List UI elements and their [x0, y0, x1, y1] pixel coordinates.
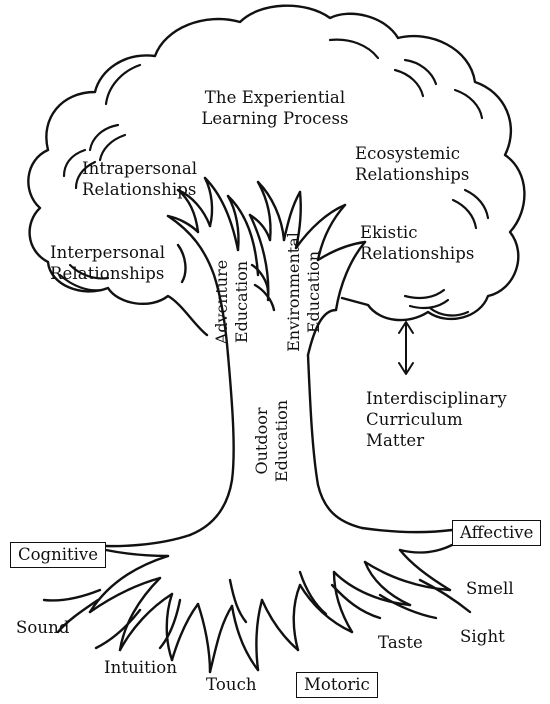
interdisciplinary-line-2: Curriculum: [366, 410, 463, 429]
cognitive-box: Cognitive: [10, 542, 107, 568]
trunk-outline: [166, 176, 367, 537]
ekistic-label: Ekistic Relationships: [360, 222, 474, 264]
taste-label: Taste: [378, 633, 423, 652]
affective-box: Affective: [452, 520, 542, 546]
adventure-education-label: Adventure Education: [212, 260, 252, 344]
outdoor-line-2: Education: [272, 399, 291, 483]
interpersonal-line-2: Relationships: [50, 264, 165, 283]
outdoor-education-label: Outdoor Education: [252, 400, 292, 482]
environmental-line-2: Education: [304, 250, 323, 334]
double-arrow-icon: [398, 321, 414, 375]
title-line-2: Learning Process: [201, 109, 349, 128]
title-label: The Experiential Learning Process: [196, 87, 354, 129]
ekistic-line-2: Relationships: [360, 244, 475, 263]
intrapersonal-line-1: Intrapersonal: [82, 159, 198, 178]
intuition-label: Intuition: [104, 658, 178, 677]
environmental-line-1: Environmental: [284, 232, 303, 352]
adventure-line-2: Education: [232, 260, 251, 344]
cognitive-label: Cognitive: [18, 545, 99, 564]
intrapersonal-label: Intrapersonal Relationships: [82, 158, 197, 200]
adventure-line-1: Adventure: [212, 259, 231, 345]
interdisciplinary-line-3: Matter: [366, 431, 425, 450]
touch-label: Touch: [206, 675, 257, 694]
smell-label: Smell: [466, 579, 514, 598]
ekistic-line-1: Ekistic: [360, 223, 418, 242]
motoric-box: Motoric: [296, 672, 378, 698]
outdoor-line-1: Outdoor: [252, 407, 271, 475]
ecosystemic-line-1: Ecosystemic: [355, 144, 461, 163]
canopy-texture: [58, 38, 490, 317]
interdisciplinary-line-1: Interdisciplinary: [366, 389, 507, 408]
intrapersonal-line-2: Relationships: [82, 180, 197, 199]
motoric-label: Motoric: [304, 675, 370, 694]
ecosystemic-label: Ecosystemic Relationships: [355, 143, 469, 185]
interpersonal-line-1: Interpersonal: [50, 243, 166, 262]
title-line-1: The Experiential: [204, 88, 346, 107]
ecosystemic-line-2: Relationships: [355, 165, 470, 184]
interdisciplinary-label: Interdisciplinary Curriculum Matter: [366, 388, 507, 451]
canopy-outline: [27, 4, 526, 337]
affective-label: Affective: [460, 523, 534, 542]
sound-label: Sound: [16, 618, 70, 637]
sight-label: Sight: [460, 627, 505, 646]
interpersonal-label: Interpersonal Relationships: [50, 242, 165, 284]
roots-outline: [42, 526, 472, 674]
environmental-education-label: Environmental Education: [284, 232, 324, 352]
